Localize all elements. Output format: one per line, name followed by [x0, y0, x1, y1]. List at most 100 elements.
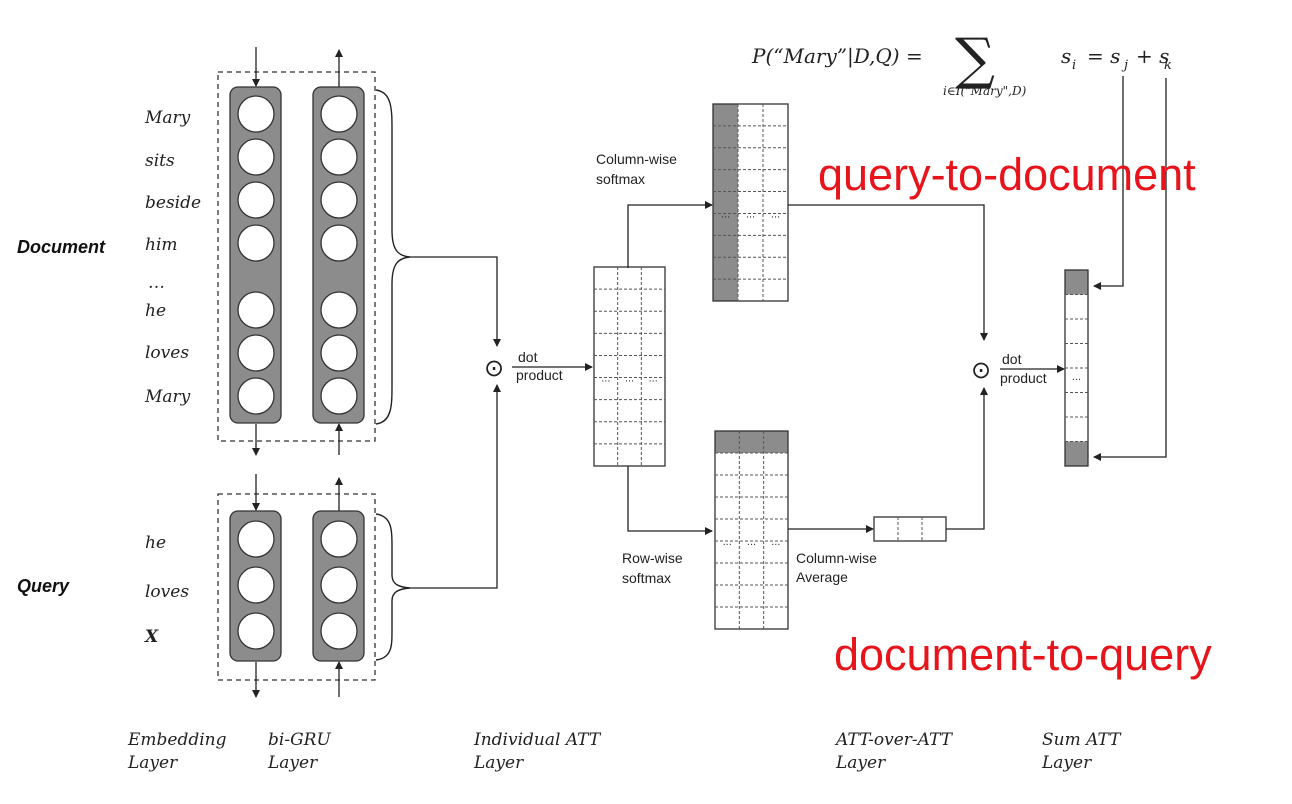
sj-arrow: [1093, 76, 1124, 290]
formula: P(“Mary”|D,Q) = ∑ i∈I("Mary",D) s i = s …: [751, 27, 1172, 98]
highlight-row: [715, 431, 788, 453]
colsoftmax-to-dot-arrow: [788, 204, 988, 341]
average-vector-box: [873, 516, 947, 542]
matrix-ellipsis: ...: [721, 208, 730, 220]
doc-word: sits: [145, 151, 175, 171]
matrix-ellipsis: ...: [601, 373, 610, 385]
query-cells: [237, 520, 358, 650]
matrix-ellipsis: ...: [746, 208, 755, 220]
layer-caption-bigru: bi-GRU: [268, 730, 331, 750]
average-to-dot-arrow: [946, 387, 988, 530]
layer-caption-att-over-att: Layer: [835, 753, 886, 773]
attention-matrix: .........: [593, 266, 666, 467]
doc-word: Mary: [144, 387, 191, 407]
colwise-average-label-2: Average: [796, 569, 848, 585]
doc-word: loves: [145, 343, 189, 363]
hidden-state-cell: [237, 334, 275, 372]
hidden-state-cell: [320, 334, 358, 372]
hidden-state-cell: [237, 181, 275, 219]
query-word: loves: [145, 582, 189, 602]
formula-eq-sj: = s: [1087, 44, 1120, 68]
hidden-state-cell: [237, 566, 275, 604]
column-softmax-matrix: .........: [712, 103, 789, 302]
layer-caption-individual-att: Layer: [473, 753, 524, 773]
dot-product-1-label-product: product: [516, 367, 563, 383]
hidden-state-cell: [320, 291, 358, 329]
row-softmax-matrix: .........: [714, 430, 789, 630]
doc-word: he: [145, 301, 166, 321]
to-rowsoftmax-arrow: [627, 466, 713, 535]
layer-caption-embedding: Embedding: [127, 730, 227, 750]
dot-product-1-icon: ⊙: [484, 355, 504, 382]
colwise-softmax-label-2: softmax: [596, 171, 645, 187]
layer-caption-sum-att: Sum ATT: [1042, 730, 1122, 750]
hidden-state-cell: [237, 138, 275, 176]
dot-product-2-label-dot: dot: [1002, 351, 1022, 367]
hidden-state-cell: [320, 138, 358, 176]
average-vector: [873, 516, 947, 542]
hidden-state-cell: [237, 291, 275, 329]
hidden-state-cell: [320, 612, 358, 650]
hidden-state-cell: [237, 377, 275, 415]
colwise-average-label-1: Column-wise: [796, 550, 877, 566]
rowwise-softmax-label-1: Row-wise: [622, 550, 683, 566]
layer-caption-individual-att: Individual ATT: [473, 730, 602, 750]
document-dashed-box: [217, 71, 376, 442]
dot-product-1-label-dot: dot: [518, 349, 538, 365]
doc-word: …: [148, 273, 165, 293]
hidden-state-cell: [237, 520, 275, 558]
document-to-query-label: document-to-query: [834, 629, 1212, 680]
hidden-state-cell: [320, 95, 358, 133]
formula-s-i: s: [1061, 44, 1071, 68]
sk-arrow: [1093, 78, 1167, 461]
layer-caption-bigru: Layer: [267, 753, 318, 773]
query-label: Query: [17, 576, 70, 596]
matrix-border: [714, 430, 789, 630]
highlight-column: [713, 104, 738, 301]
document-encoder: [217, 47, 411, 456]
query-to-document-label: query-to-document: [818, 149, 1196, 200]
sum-cell-highlight: [1065, 270, 1088, 295]
doc-word: beside: [145, 193, 201, 213]
formula-sub-i: i: [1072, 58, 1076, 73]
sum-vector-ellipsis: ...: [1072, 371, 1081, 383]
matrix-ellipsis: ...: [771, 208, 780, 220]
formula-plus-sk: + s: [1136, 44, 1169, 68]
layer-caption-att-over-att: ATT-over-ATT: [834, 730, 954, 750]
hidden-state-cell: [237, 612, 275, 650]
doc-word: him: [145, 235, 178, 255]
matrix-border: [593, 266, 666, 467]
matrix-ellipsis: ...: [625, 373, 634, 385]
query-words: he loves X: [144, 533, 189, 647]
formula-sub-k: k: [1164, 58, 1172, 73]
query-brace: [375, 513, 411, 661]
doc-to-dot-arrow: [410, 256, 501, 347]
hidden-state-cell: [237, 95, 275, 133]
document-words: Mary sits beside him … he loves Mary: [144, 108, 201, 407]
hidden-state-cell: [320, 520, 358, 558]
colwise-softmax-label-1: Column-wise: [596, 151, 677, 167]
dot-product-2-icon: ⊙: [971, 357, 991, 384]
matrix-border: [712, 103, 789, 302]
formula-sub: i∈I("Mary",D): [943, 84, 1027, 98]
doc-word: Mary: [144, 108, 191, 128]
query-encoder: [217, 474, 411, 698]
hidden-state-cell: [320, 181, 358, 219]
dot-product-2-label-product: product: [1000, 370, 1047, 386]
layer-captions: Embedding Layer bi-GRU Layer Individual …: [127, 730, 1122, 773]
sum-attention-vector: ...: [1064, 269, 1089, 467]
formula-lhs: P(“Mary”|D,Q) =: [751, 44, 923, 69]
layer-caption-embedding: Layer: [127, 753, 178, 773]
layer-caption-sum-att: Layer: [1041, 753, 1092, 773]
query-to-dot-arrow: [410, 384, 501, 589]
query-word: he: [145, 533, 166, 553]
matrix-ellipsis: ...: [649, 373, 658, 385]
to-colsoftmax-arrow: [627, 201, 713, 268]
document-label: Document: [17, 237, 106, 257]
matrix-ellipsis: ...: [771, 536, 780, 548]
sum-cell-highlight: [1065, 441, 1088, 466]
document-brace: [375, 89, 411, 425]
document-cells: [237, 95, 358, 415]
